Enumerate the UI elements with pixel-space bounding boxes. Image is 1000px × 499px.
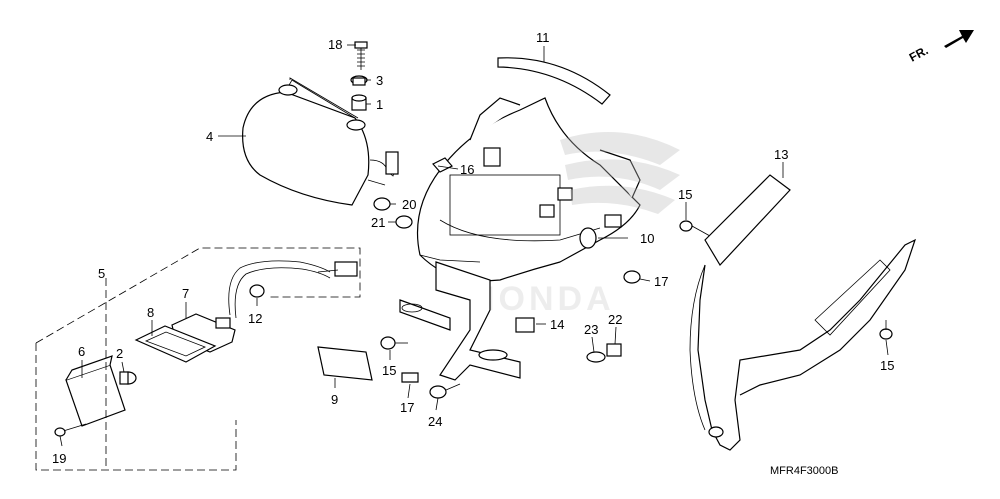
part-10-rear-fender: [416, 97, 641, 283]
callout-19: 19: [52, 451, 66, 466]
hardware-washer-3: [350, 75, 368, 86]
license-plate-bracket: [399, 261, 521, 381]
callout-8: 8: [147, 305, 154, 320]
callout-21: 21: [371, 215, 385, 230]
part-13-rear-stay: [689, 174, 917, 451]
part-21-nut: [395, 215, 413, 229]
svg-text:HONDA: HONDA: [470, 280, 615, 318]
part-22-nut: [606, 343, 622, 357]
part-23-washer: [586, 351, 606, 363]
callout-12: 12: [248, 311, 262, 326]
callout-16: 16: [460, 162, 474, 177]
callout-14: 14: [550, 317, 564, 332]
callout-4: 4: [206, 129, 213, 144]
leader-lines: [59, 44, 889, 470]
hardware-grommet-1: [351, 94, 367, 111]
callout-2: 2: [116, 346, 123, 361]
callout-labels: 18 3 1 4 11 16 20 21 10 13 15 17 12 5 7 …: [52, 30, 894, 466]
part-17-nut-a: [623, 270, 641, 284]
callout-1: 1: [376, 97, 383, 112]
callout-5: 5: [98, 266, 105, 281]
part-11-seal-strip: [497, 57, 611, 105]
callout-7: 7: [182, 286, 189, 301]
callout-13: 13: [774, 147, 788, 162]
callout-15-left: 15: [382, 363, 396, 378]
part-15-bolt-c: [879, 320, 893, 340]
part-15-bolt-b: [679, 220, 711, 237]
callout-9: 9: [331, 392, 338, 407]
callout-22: 22: [608, 312, 622, 327]
callout-18: 18: [328, 37, 342, 52]
diagram-code: MFR4F3000B: [770, 465, 838, 477]
callout-15-right-upper: 15: [678, 187, 692, 202]
callout-24: 24: [428, 414, 442, 429]
callout-17-right: 17: [654, 274, 668, 289]
part-9-reflector: [317, 346, 373, 381]
part-14-grommet: [515, 317, 535, 333]
callout-15-right-lower: 15: [880, 358, 894, 373]
part-24-bolt: [429, 383, 461, 399]
callout-17-left: 17: [400, 400, 414, 415]
part-5-license-light-assembly: [35, 247, 361, 471]
direction-label: FR.: [907, 43, 931, 64]
part-4-tail-light: [242, 79, 399, 206]
hardware-screw-18: [354, 41, 368, 70]
part-20-nut: [373, 197, 391, 211]
callout-6: 6: [78, 344, 85, 359]
part-17-nut-b: [401, 372, 419, 383]
callout-23: 23: [584, 322, 598, 337]
front-arrow-icon: [944, 30, 974, 48]
callout-10: 10: [640, 231, 654, 246]
part-15-bolt-a: [380, 336, 408, 350]
callout-3: 3: [376, 73, 383, 88]
callout-20: 20: [402, 197, 416, 212]
part-16-clip: [432, 157, 453, 173]
honda-watermark: HONDA: [470, 132, 680, 318]
callout-11: 11: [536, 30, 550, 45]
front-direction-indicator: FR.: [907, 30, 974, 65]
